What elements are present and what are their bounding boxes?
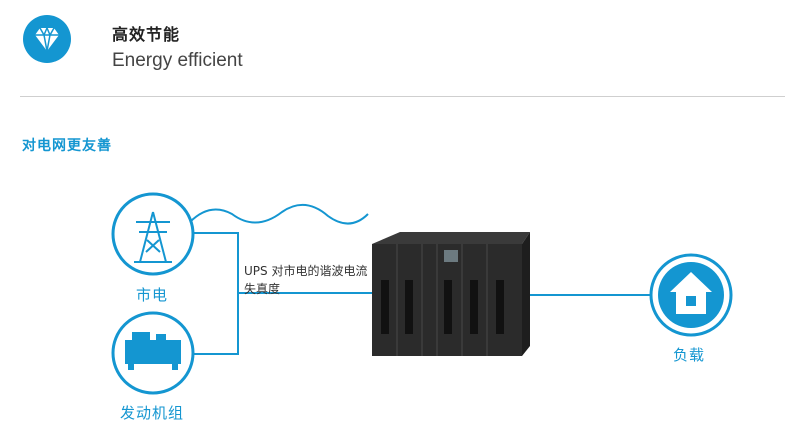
- divider: [20, 96, 785, 97]
- harmonic-wave: [189, 204, 369, 225]
- power-tower-icon: [111, 192, 195, 276]
- ups-cabinet: [372, 232, 530, 356]
- section-title: 对电网更友善: [22, 138, 112, 154]
- grid-label: 市电: [136, 286, 169, 304]
- house-icon: [649, 253, 733, 337]
- grid-feed-line: [194, 232, 239, 355]
- ups-distortion-note: UPS 对市电的谐波电流失真度: [244, 264, 368, 296]
- generator-icon: [111, 311, 195, 395]
- generator-label: 发动机组: [120, 404, 185, 422]
- diamond-icon: [23, 15, 71, 63]
- feature-subtitle: Energy efficient: [112, 50, 243, 71]
- load-label: 负载: [673, 346, 706, 364]
- feature-title: 高效节能: [112, 25, 181, 44]
